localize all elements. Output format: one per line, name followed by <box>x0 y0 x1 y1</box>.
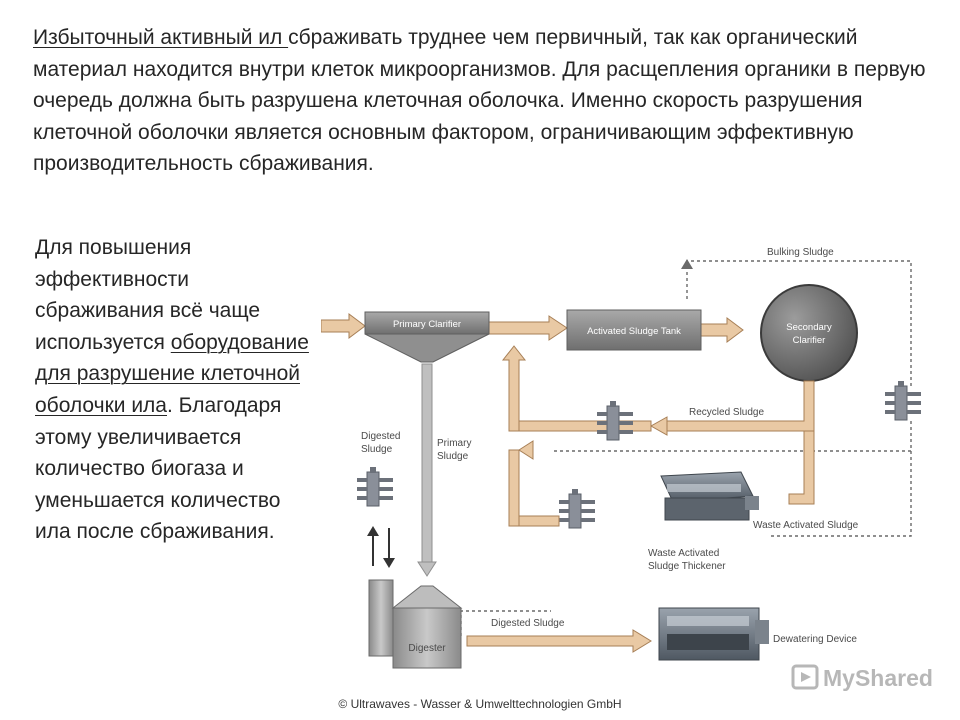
side-paragraph: Для повышения эффективности сбраживания … <box>35 232 315 548</box>
digested-sludge-side-label-2: Sludge <box>361 444 393 455</box>
secondary-clarifier-label-2: Clarifier <box>793 335 826 346</box>
dewatering-device <box>658 607 769 661</box>
copyright-line: © Ultrawaves - Wasser & Umwelttechnologi… <box>338 697 622 711</box>
digested-sludge-pipe <box>466 629 652 653</box>
up-down-arrows-icon <box>367 526 395 568</box>
bulking-arrow-icon <box>681 259 693 269</box>
primary-sludge-label-2: Sludge <box>437 451 469 462</box>
dewatering-device-label: Dewatering Device <box>773 634 857 645</box>
recycled-sludge-label: Recycled Sludge <box>689 407 764 418</box>
primary-clarifier-label: Primary Clarifier <box>393 319 461 330</box>
activated-sludge-tank-label: Activated Sludge Tank <box>587 326 681 337</box>
waste-activated-sludge-thickener <box>660 471 759 521</box>
primary-sludge-pipe <box>417 363 437 577</box>
disruption-unit-left-icon <box>356 466 394 507</box>
recycled-sludge-pipe <box>501 345 815 505</box>
intro-paragraph: Избыточный активный ил сбраживать трудне… <box>33 22 933 180</box>
activated-sludge-tank: Activated Sludge Tank <box>566 309 702 351</box>
primary-clarifier: Primary Clarifier <box>364 311 490 363</box>
myshared-watermark: MyShared <box>791 664 933 691</box>
secondary-clarifier: Secondary Clarifier <box>760 284 858 382</box>
digested-sludge-side-label-1: Digested <box>361 431 400 442</box>
thickener-label-2: Sludge Thickener <box>648 561 726 572</box>
bulking-sludge-label: Bulking Sludge <box>767 247 834 258</box>
disruption-unit-waste-icon <box>558 488 596 529</box>
watermark-text: MyShared <box>823 665 933 691</box>
disruption-unit-right-icon <box>884 380 922 421</box>
thickened-sludge-pipe <box>508 440 560 527</box>
intro-body: сбраживать труднее чем первичный, так ка… <box>33 26 926 176</box>
thickener-label-1: Waste Activated <box>648 548 719 559</box>
primary-sludge-label-1: Primary <box>437 438 471 449</box>
digester: Digester <box>368 579 463 669</box>
side-link-cell-disruption[interactable]: оборудование для разрушение клеточной об… <box>35 330 309 417</box>
intro-link-excess-sludge[interactable]: Избыточный активный ил <box>33 26 289 49</box>
side-tail: . Благодаря этому увеличивается количест… <box>35 393 282 544</box>
waste-activated-sludge-label: Waste Activated Sludge <box>753 520 859 531</box>
secondary-clarifier-label-1: Secondary <box>786 322 832 333</box>
digester-label: Digester <box>408 643 446 654</box>
side-lead: Для повышения эффективности сбраживания … <box>35 236 261 354</box>
main-flow-pipes <box>321 313 744 343</box>
process-diagram: Primary Clarifier Activated Sludge Tank … <box>321 236 941 696</box>
digested-sludge-bottom-label: Digested Sludge <box>491 618 565 629</box>
